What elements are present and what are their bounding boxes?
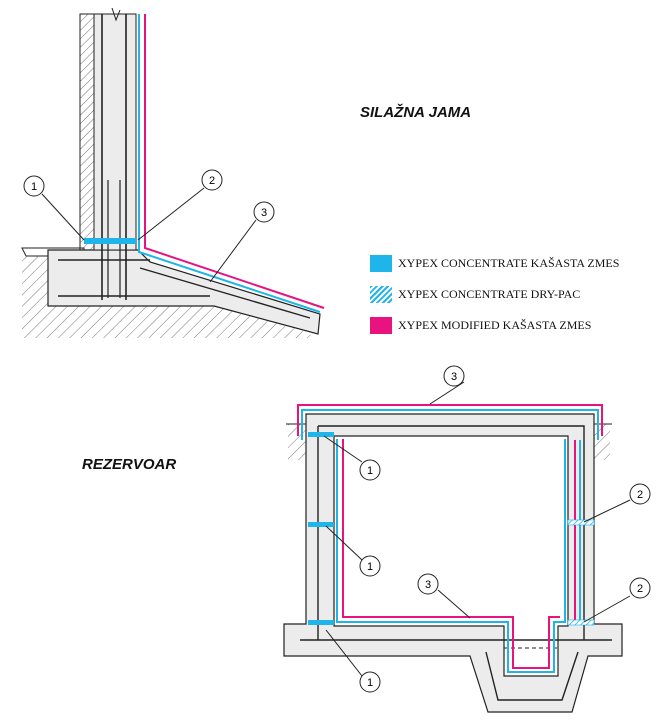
bottom-callout-2-bottom: 2 — [583, 577, 651, 623]
bottom-callout-3-bottom: 3 — [417, 573, 471, 619]
inner-concentrate-layer — [336, 439, 566, 673]
svg-text:2: 2 — [637, 489, 643, 501]
top-callout-2: 2 — [137, 169, 223, 241]
wall-brick — [79, 13, 95, 251]
top-callout-3: 3 — [209, 201, 275, 283]
legend-label-concentrate: XYPEX CONCENTRATE KAŠASTA ZMES — [398, 255, 620, 270]
top-callout-1: 1 — [23, 175, 85, 241]
legend-item-modified: XYPEX MODIFIED KAŠASTA ZMES — [370, 316, 591, 334]
svg-text:1: 1 — [367, 561, 373, 573]
svg-text:3: 3 — [425, 579, 431, 591]
top-modified-layer — [144, 14, 325, 309]
top-joint-drypac — [84, 238, 136, 244]
bottom-callout-3-top: 3 — [429, 365, 465, 405]
svg-text:2: 2 — [209, 175, 215, 187]
legend-item-concentrate: XYPEX CONCENTRATE KAŠASTA ZMES — [370, 254, 619, 272]
title-rezervoar: REZERVOAR — [82, 456, 177, 473]
inner-modified-layer — [342, 439, 560, 669]
bottom-callout-1-top: 1 — [323, 435, 381, 481]
bottom-callout-1-bottom: 1 — [325, 629, 381, 693]
svg-text:1: 1 — [367, 677, 373, 689]
legend-swatch-concentrate — [370, 254, 392, 272]
silazna-jama-drawing: 1 2 3 — [21, 7, 325, 338]
svg-text:1: 1 — [367, 465, 373, 477]
break-mark — [111, 7, 121, 22]
svg-text:3: 3 — [451, 371, 457, 383]
joint-drypac-2 — [308, 522, 334, 527]
bottom-callout-1-mid: 1 — [325, 525, 381, 577]
roof-modified-outer — [297, 404, 603, 436]
wall-concrete — [93, 13, 137, 251]
title-silazna-jama: SILAŽNA JAMA — [360, 104, 472, 121]
soil-body — [22, 256, 318, 338]
joint-drypac-1 — [308, 432, 334, 437]
joint-drypac-4 — [567, 619, 595, 626]
legend-label-drypac: XYPEX CONCENTRATE DRY-PAC — [398, 286, 581, 301]
legend-swatch-drypac — [370, 285, 392, 303]
svg-text:3: 3 — [261, 207, 267, 219]
rezervoar-rebar-outer — [300, 425, 612, 641]
joint-drypac-3 — [567, 519, 595, 526]
legend-item-drypac: XYPEX CONCENTRATE DRY-PAC — [370, 285, 580, 303]
svg-text:1: 1 — [31, 181, 37, 193]
joint-drypac-5 — [308, 620, 334, 625]
top-concentrate-layer — [138, 14, 321, 313]
rezervoar-drawing: 3 1 2 1 3 2 1 — [283, 365, 651, 713]
rezervoar-rebar-sump — [485, 651, 579, 701]
svg-text:2: 2 — [637, 583, 643, 595]
legend-label-modified: XYPEX MODIFIED KAŠASTA ZMES — [398, 317, 592, 332]
bottom-callout-2-top: 2 — [583, 483, 651, 523]
roof-concentrate-outer — [301, 409, 599, 440]
footing-rebar — [58, 259, 311, 319]
legend-swatch-modified — [370, 316, 392, 334]
